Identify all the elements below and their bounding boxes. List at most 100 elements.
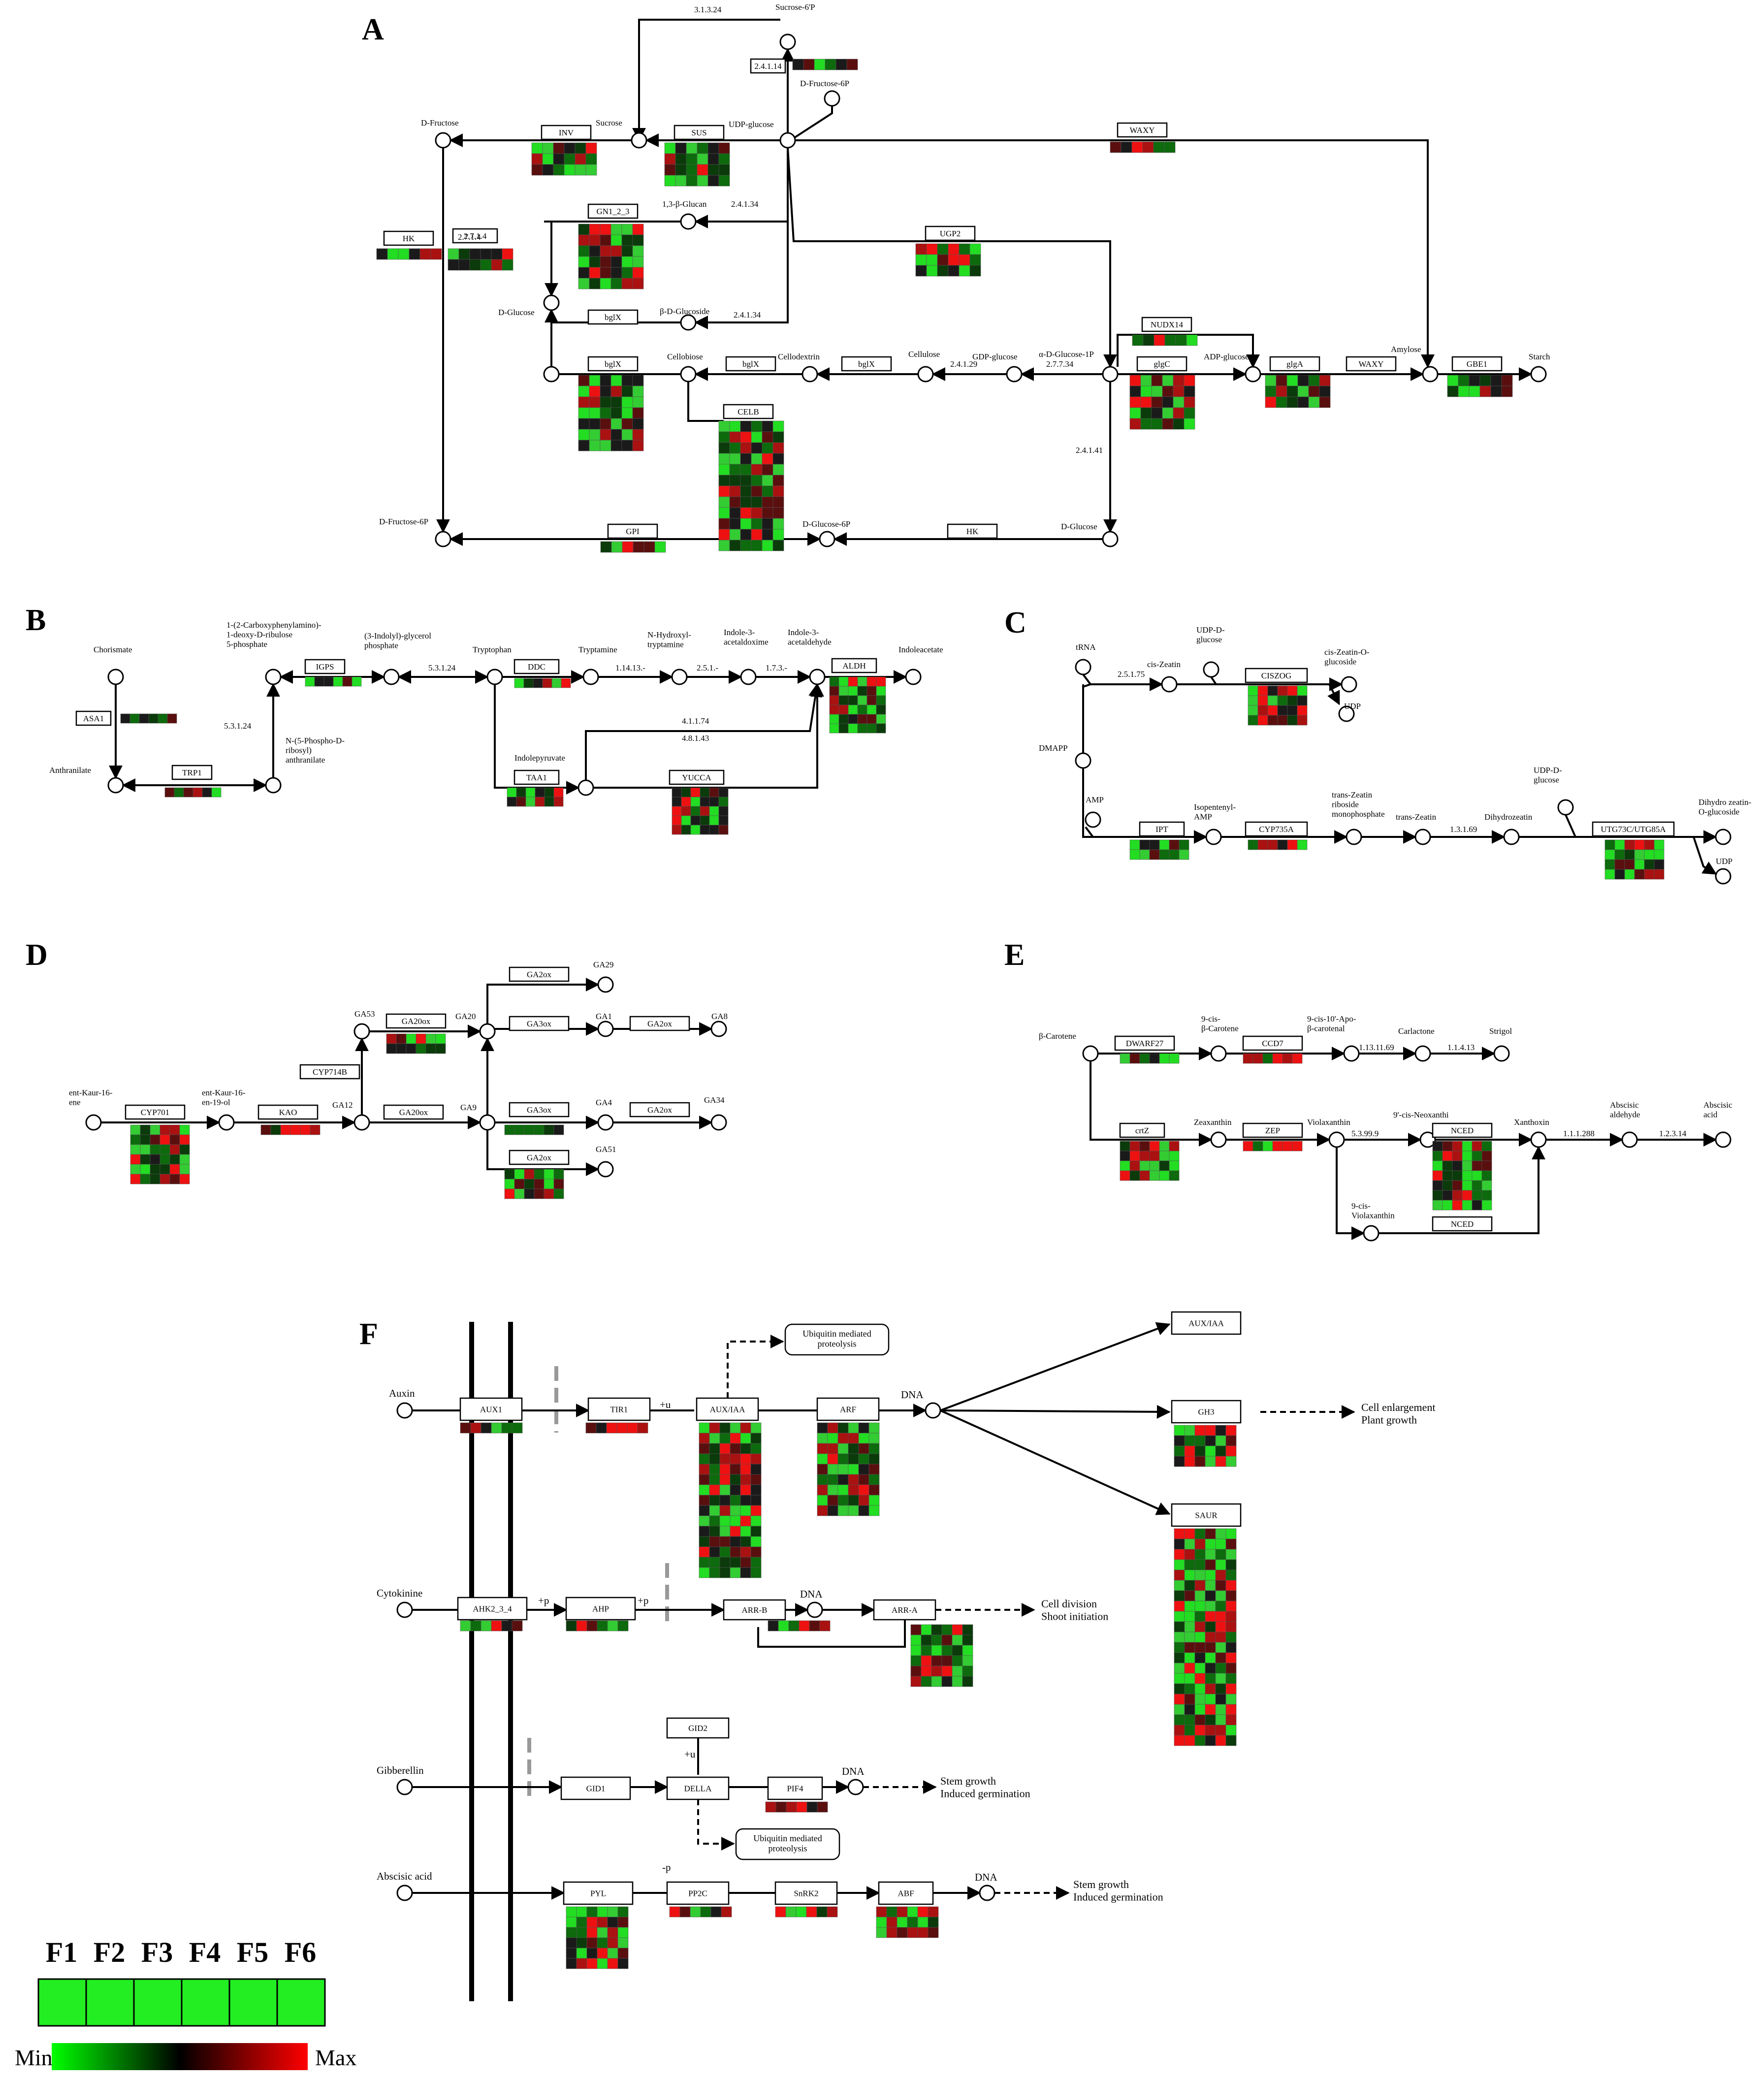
gene-box-hk[interactable] xyxy=(383,230,434,246)
metabolite-node[interactable] xyxy=(1102,531,1119,547)
metabolite-node[interactable] xyxy=(819,531,835,547)
metabolite-node[interactable] xyxy=(85,1114,102,1131)
gene-box-ga2ox[interactable] xyxy=(509,1150,570,1165)
gene-box-abf[interactable] xyxy=(878,1881,934,1905)
gene-box-glga[interactable] xyxy=(1269,356,1320,372)
gene-box-snrk2[interactable] xyxy=(774,1881,838,1905)
metabolite-node[interactable] xyxy=(1338,705,1355,722)
metabolite-node[interactable] xyxy=(396,1402,413,1419)
metabolite-node[interactable] xyxy=(802,366,818,383)
metabolite-node[interactable] xyxy=(671,669,688,685)
gene-box-ga2ox[interactable] xyxy=(509,966,570,982)
metabolite-node[interactable] xyxy=(925,1402,941,1419)
gene-box-pif4[interactable] xyxy=(767,1776,823,1800)
gene-box-cyp701[interactable] xyxy=(125,1104,186,1120)
gene-box-pyl[interactable] xyxy=(563,1881,634,1905)
gene-box-celb[interactable] xyxy=(723,404,774,419)
metabolite-node[interactable] xyxy=(809,669,826,685)
gene-box-inv[interactable] xyxy=(541,125,592,140)
gene-box-ga3ox[interactable] xyxy=(509,1102,570,1118)
metabolite-node[interactable] xyxy=(597,1114,614,1131)
metabolite-node[interactable] xyxy=(680,366,697,383)
gene-box-gn[interactable] xyxy=(587,203,639,219)
metabolite-node[interactable] xyxy=(1422,366,1439,383)
metabolite-node[interactable] xyxy=(353,1114,370,1131)
gene-box-dwarf27[interactable] xyxy=(1114,1035,1175,1051)
metabolite-node[interactable] xyxy=(905,669,922,685)
metabolite-node[interactable] xyxy=(710,1021,727,1037)
gene-box-nudx14[interactable] xyxy=(1141,317,1192,332)
metabolite-node[interactable] xyxy=(1621,1131,1638,1148)
metabolite-node[interactable] xyxy=(396,1885,413,1901)
metabolite-node[interactable] xyxy=(1363,1225,1379,1242)
metabolite-node[interactable] xyxy=(847,1779,864,1795)
gene-box-gbe1[interactable] xyxy=(1451,356,1503,372)
metabolite-node[interactable] xyxy=(1493,1045,1510,1062)
gene-box-ddc[interactable] xyxy=(513,659,560,674)
metabolite-node[interactable] xyxy=(1530,1131,1547,1148)
metabolite-node[interactable] xyxy=(1006,366,1023,383)
metabolite-node[interactable] xyxy=(917,366,934,383)
metabolite-node[interactable] xyxy=(1343,1045,1360,1062)
gene-box-ga2ox[interactable] xyxy=(629,1016,690,1031)
metabolite-node[interactable] xyxy=(1715,829,1732,845)
metabolite-node[interactable] xyxy=(710,1114,727,1131)
metabolite-node[interactable] xyxy=(486,669,503,685)
gene-box-ciszog[interactable] xyxy=(1245,668,1308,683)
metabolite-node[interactable] xyxy=(1328,1131,1345,1148)
gene-box-waxy[interactable] xyxy=(1117,122,1168,138)
metabolite-node[interactable] xyxy=(1210,1131,1227,1148)
gene-box-trp1[interactable] xyxy=(171,765,213,780)
metabolite-node[interactable] xyxy=(631,132,647,149)
metabolite-node[interactable] xyxy=(680,213,697,230)
metabolite-node[interactable] xyxy=(396,1779,413,1795)
gene-box-arf[interactable] xyxy=(816,1397,880,1421)
gene-box-cyp714b[interactable] xyxy=(299,1064,360,1080)
metabolite-node[interactable] xyxy=(597,1161,614,1178)
metabolite-node[interactable] xyxy=(543,294,560,311)
gene-box-cyp735a[interactable] xyxy=(1245,821,1308,837)
gene-box-crtz[interactable] xyxy=(1119,1122,1165,1138)
gene-box-auxiaa[interactable] xyxy=(696,1397,759,1421)
gene-box-hk[interactable] xyxy=(947,523,998,539)
metabolite-node[interactable] xyxy=(1530,366,1547,383)
metabolite-node[interactable] xyxy=(1203,661,1219,678)
metabolite-node[interactable] xyxy=(979,1885,995,1901)
gene-box-bglx[interactable] xyxy=(587,356,639,372)
metabolite-node[interactable] xyxy=(597,976,614,993)
metabolite-node[interactable] xyxy=(396,1601,413,1618)
gene-box-della[interactable] xyxy=(666,1776,730,1800)
metabolite-node[interactable] xyxy=(1210,1045,1227,1062)
gene-box-igps[interactable] xyxy=(304,659,346,674)
metabolite-node[interactable] xyxy=(680,314,697,331)
gene-box-glgc[interactable] xyxy=(1136,356,1187,372)
gene-box-gpi[interactable] xyxy=(607,523,658,539)
metabolite-node[interactable] xyxy=(1414,1045,1431,1062)
gene-box-ga2ox[interactable] xyxy=(629,1102,690,1118)
metabolite-node[interactable] xyxy=(218,1114,235,1131)
gene-box-taa1[interactable] xyxy=(513,769,560,785)
ec-box[interactable] xyxy=(750,58,786,74)
gene-box-waxy[interactable] xyxy=(1346,356,1397,372)
gene-box-bglx[interactable] xyxy=(587,309,639,325)
gene-box-zep[interactable] xyxy=(1242,1122,1303,1138)
metabolite-node[interactable] xyxy=(779,33,796,50)
gene-box-aux1[interactable] xyxy=(459,1397,523,1421)
metabolite-node[interactable] xyxy=(1075,752,1091,769)
metabolite-node[interactable] xyxy=(1419,1131,1436,1148)
metabolite-node[interactable] xyxy=(1414,829,1431,845)
metabolite-node[interactable] xyxy=(1346,829,1362,845)
gene-box-aldh[interactable] xyxy=(831,658,877,673)
gene-box-bglx[interactable] xyxy=(725,356,776,372)
gene-box-arra[interactable] xyxy=(873,1599,936,1621)
gene-box-gid2[interactable] xyxy=(666,1717,730,1739)
gene-box-sus[interactable] xyxy=(674,125,725,140)
metabolite-node[interactable] xyxy=(1715,868,1732,885)
gene-box-ga20ox[interactable] xyxy=(385,1013,447,1029)
metabolite-node[interactable] xyxy=(383,669,400,685)
metabolite-node[interactable] xyxy=(1085,811,1101,828)
metabolite-node[interactable] xyxy=(806,1601,823,1618)
gene-box-ga3ox[interactable] xyxy=(509,1016,570,1031)
metabolite-node[interactable] xyxy=(1161,676,1178,693)
ec-box[interactable] xyxy=(452,228,498,244)
